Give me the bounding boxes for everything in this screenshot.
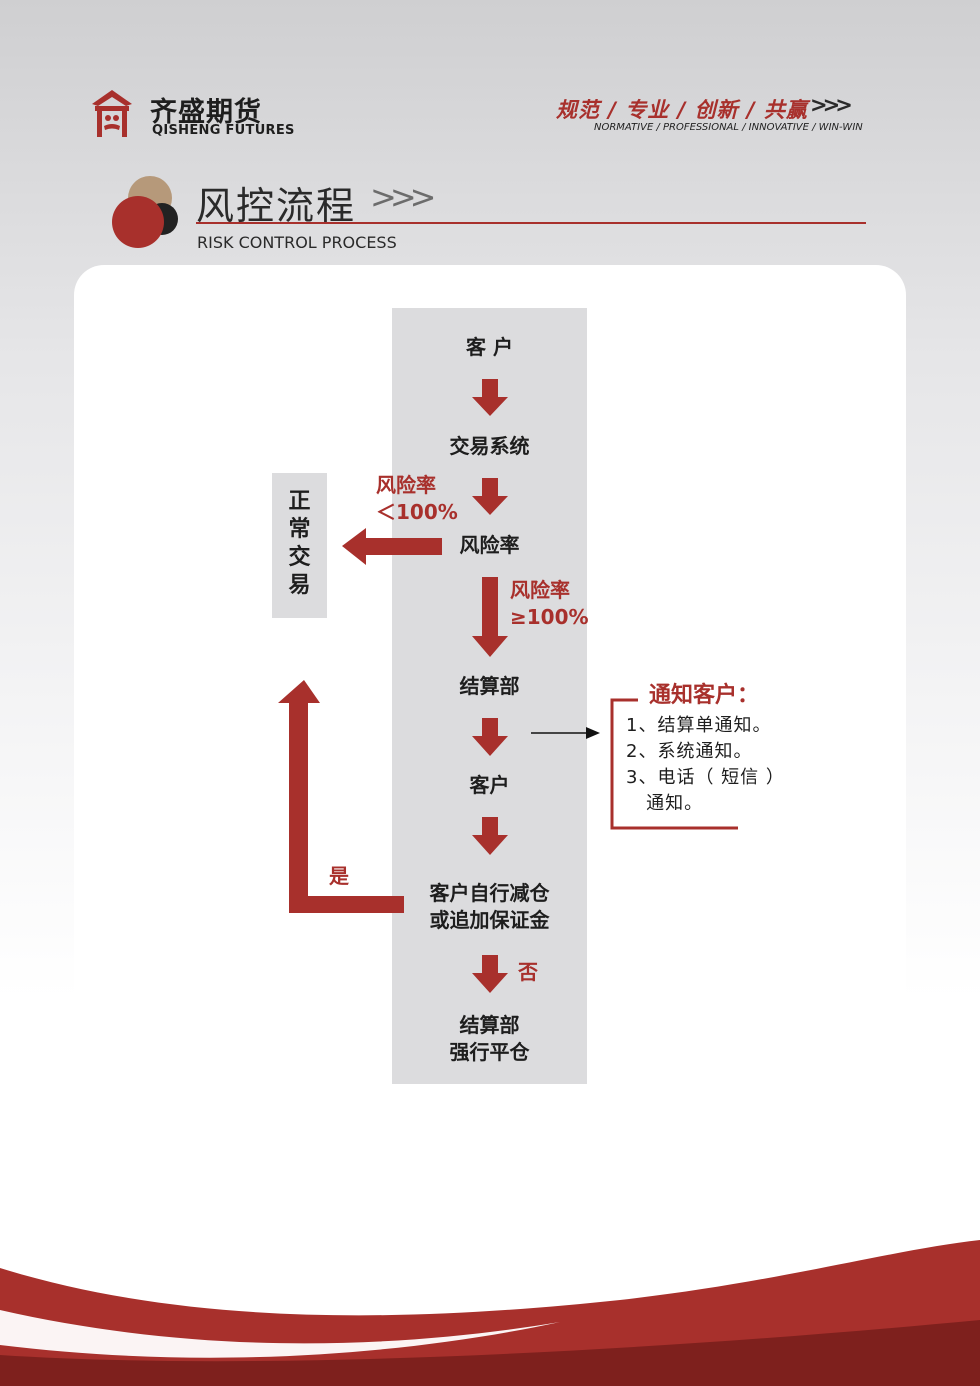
node-client: 客 户 (466, 335, 513, 359)
node-settlement: 结算部 (459, 674, 520, 698)
notify-item: 1、结算单通知。 (626, 715, 772, 736)
node-force-line2: 强行平仓 (449, 1040, 530, 1064)
node-reduce-position: 客户自行减仓 或追加保证金 (392, 880, 587, 934)
arrow-down-2 (472, 478, 508, 515)
label-risk-ge-line2: ≥100% (510, 605, 589, 629)
node-force-line1: 结算部 (459, 1013, 520, 1037)
company-name-en: QISHENG FUTURES (152, 123, 295, 138)
arrow-loop-back (278, 680, 404, 913)
notify-item: 3、电话（ 短信 ） (626, 767, 785, 788)
normal-trade-box (272, 473, 327, 618)
arrow-down-1 (472, 379, 508, 416)
normal-trade-char: 正 (288, 489, 311, 514)
arrow-down-4 (472, 718, 508, 756)
normal-trade-char: 常 (288, 517, 311, 542)
company-name-cn: 齐盛期货 (150, 97, 262, 128)
notify-bracket (610, 698, 738, 830)
arrow-down-6 (472, 955, 508, 993)
slogan-chevrons: >>> (810, 93, 853, 117)
node-reduce-line1: 客户自行减仓 (429, 881, 550, 905)
notify-item: 通知。 (626, 793, 704, 814)
label-risk-lt-line1: 风险率 (376, 473, 436, 497)
section-title: 风控流程 (196, 184, 357, 228)
normal-trade-char: 交 (288, 545, 311, 570)
node-reduce-line2: 或追加保证金 (429, 908, 550, 932)
label-risk-ge: 风险率 ≥100% (510, 577, 589, 631)
label-risk-ge-line1: 风险率 (510, 578, 570, 602)
notify-item: 2、系统通知。 (626, 741, 753, 762)
normal-trade-label: 正 常 交 易 (272, 488, 327, 600)
notify-connector (531, 727, 600, 739)
title-circles-icon (112, 176, 178, 248)
node-risk-rate: 风险率 (459, 533, 520, 557)
label-risk-lt: 风险率 ＜100% (376, 472, 458, 526)
label-yes: 是 (329, 864, 349, 888)
node-client-2: 客户 (469, 773, 510, 797)
title-underline (196, 222, 866, 224)
slogan-en: NORMATIVE / PROFESSIONAL / INNOVATIVE / … (594, 122, 863, 133)
label-no: 否 (518, 960, 538, 984)
section-title-chevrons: >>> (370, 178, 436, 216)
flow-column (392, 308, 587, 1084)
slogan-cn: 规范 / 专业 / 创新 / 共赢 (556, 98, 808, 122)
company-logo-icon (92, 90, 132, 137)
node-forced-liquidation: 结算部 强行平仓 (392, 1012, 587, 1066)
section-subtitle: RISK CONTROL PROCESS (197, 233, 397, 252)
arrow-left-normal (342, 528, 442, 565)
normal-trade-char: 易 (288, 573, 311, 598)
arrow-down-5 (472, 817, 508, 855)
label-risk-lt-line2: ＜100% (376, 500, 458, 524)
arrow-down-3 (472, 577, 508, 657)
node-trading-system: 交易系统 (449, 434, 530, 458)
bottom-wave-decoration (0, 1240, 980, 1386)
notify-title: 通知客户： (649, 683, 760, 708)
